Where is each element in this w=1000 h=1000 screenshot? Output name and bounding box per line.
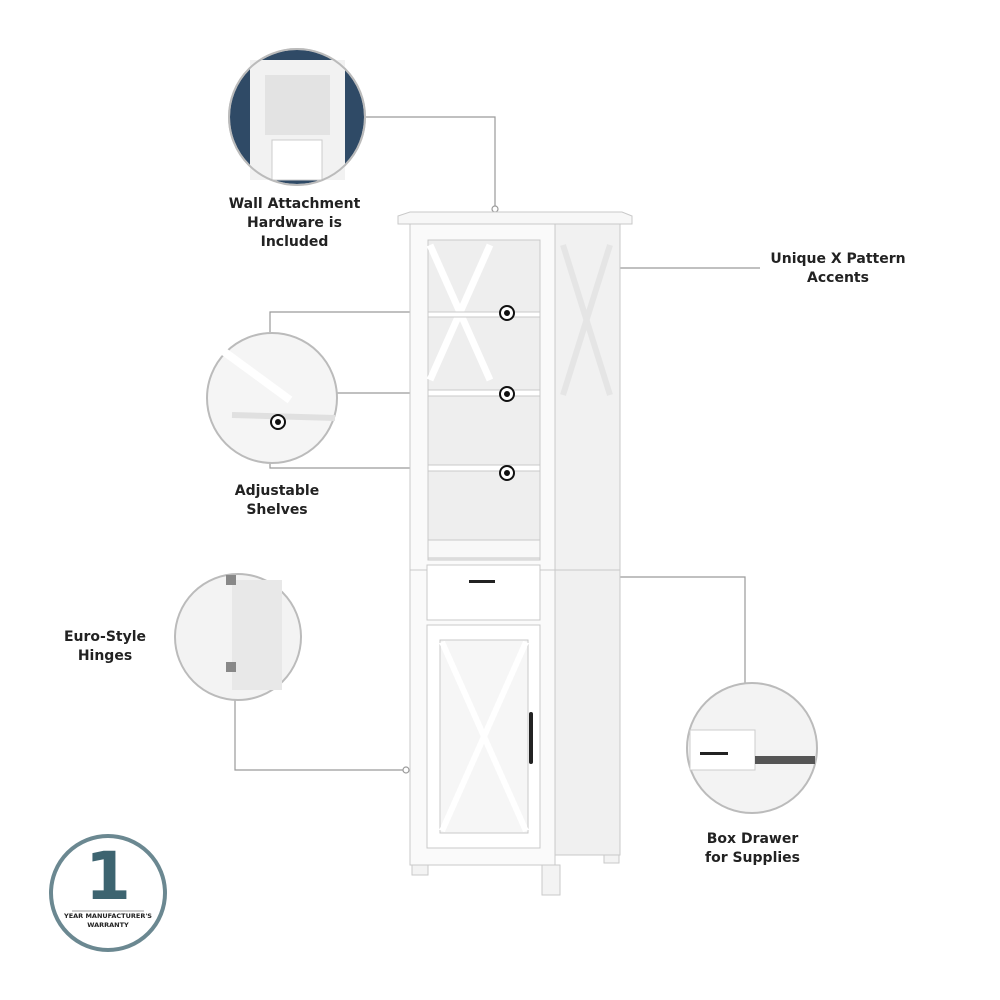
warranty-text: YEAR MANUFACTURER'S WARRANTY [64, 912, 152, 929]
detail-wall-attachment [228, 48, 366, 186]
label-wall-attachment: Wall Attachment Hardware is Included [228, 196, 361, 250]
linen-cabinet [397, 211, 633, 896]
detail-drawer [686, 682, 818, 814]
label-euro-hinges: Euro-Style Hinges [63, 629, 147, 664]
leader-shelf-bottom [269, 462, 426, 469]
warranty-number: 1 [85, 838, 131, 915]
label-adjustable-shelves: Adjustable Shelves [234, 483, 320, 518]
label-x-pattern: Unique X Pattern Accents [770, 251, 906, 286]
detail-shelves [206, 332, 338, 464]
warranty-badge [49, 834, 167, 952]
label-box-drawer: Box Drawer for Supplies [704, 831, 800, 866]
leader-wall [362, 116, 496, 206]
leader-hinges [234, 700, 404, 771]
shelf-adjust-markers [499, 305, 515, 481]
detail-hinges [174, 573, 302, 701]
leader-shelf-top [269, 311, 430, 332]
